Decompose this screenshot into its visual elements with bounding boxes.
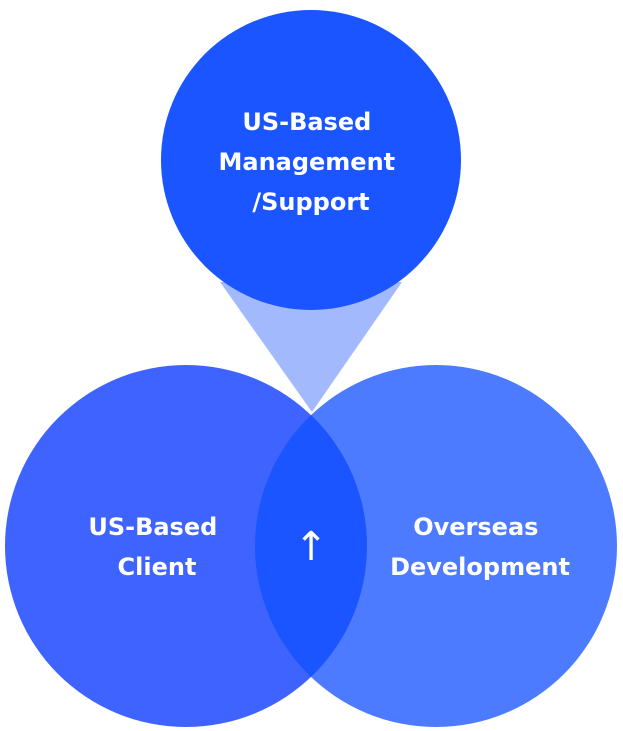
- arrow-up-icon: ↑: [294, 524, 328, 570]
- left-node-label-line2: Client: [118, 553, 197, 581]
- connector-wedge: [220, 282, 402, 412]
- left-node-label-line1: US-Based: [88, 513, 217, 541]
- right-circle: [255, 365, 617, 727]
- left-node-label: US-Based Client: [88, 513, 225, 581]
- top-node-label: US-Based Management /Support: [218, 108, 403, 216]
- right-node-label: Overseas Development: [390, 513, 570, 581]
- right-node-label-line2: Development: [390, 553, 570, 581]
- top-node-label-line1: US-Based: [242, 108, 371, 136]
- top-node-label-line3: /Support: [252, 188, 369, 216]
- left-circle: [5, 365, 367, 727]
- right-node-label-line1: Overseas: [413, 513, 538, 541]
- top-node-label-line2: Management: [218, 148, 395, 176]
- top-circle: [161, 10, 461, 310]
